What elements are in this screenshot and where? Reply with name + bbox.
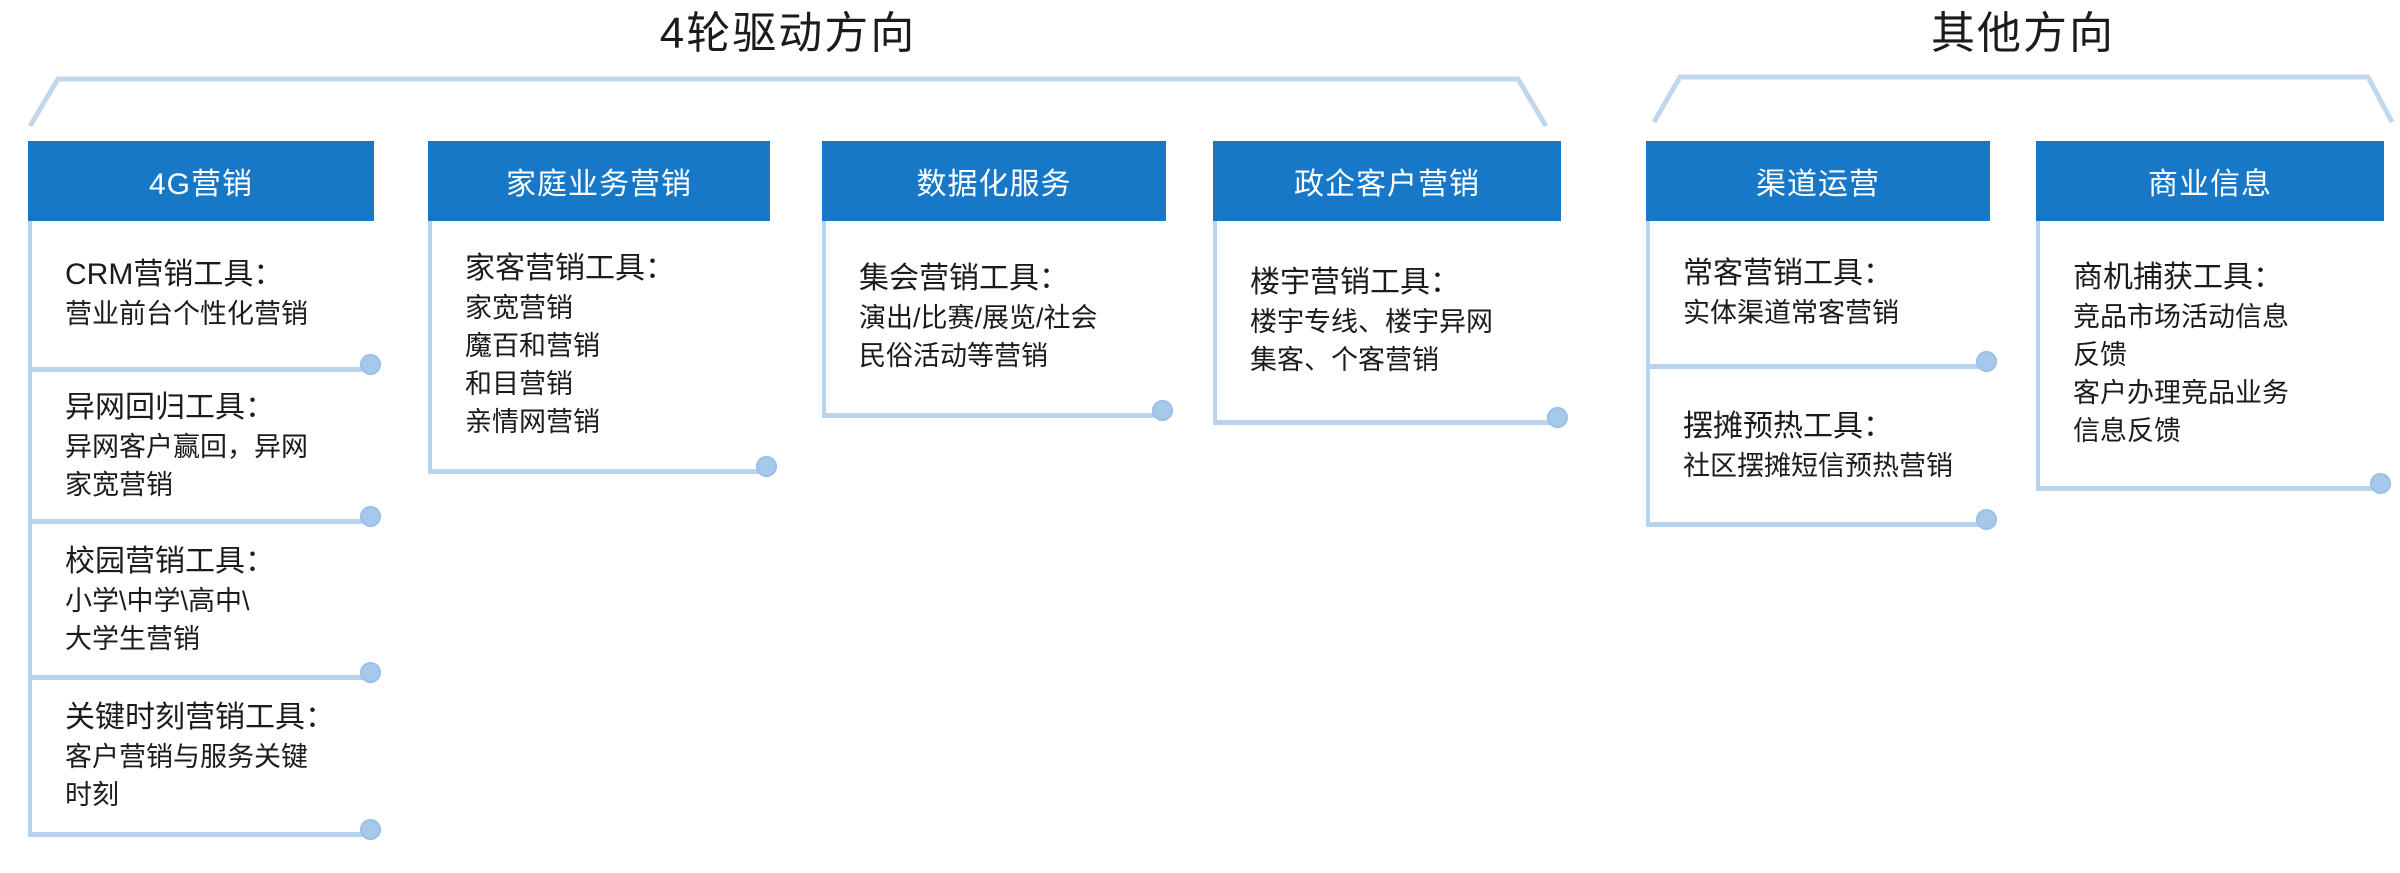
item-card: 常客营销工具： 实体渠道常客营销 bbox=[1646, 221, 1997, 372]
column-govt-enterprise: 政企客户营销 楼宇营销工具： 楼宇专线、楼宇异网 集客、个客营销 bbox=[1213, 141, 1568, 428]
item-body: 家宽营销 魔百和营销 和目营销 亲情网营销 bbox=[465, 293, 600, 437]
connector-dot bbox=[360, 354, 381, 375]
item-title: 关键时刻营销工具： bbox=[65, 701, 335, 734]
connector-dot bbox=[1976, 509, 1997, 530]
item-card: 家客营销工具： 家宽营销 魔百和营销 和目营销 亲情网营销 bbox=[428, 221, 777, 477]
item-body: 营业前台个性化营销 bbox=[65, 299, 308, 329]
item-title: CRM营销工具： bbox=[65, 258, 284, 291]
connector-dot bbox=[756, 456, 777, 477]
item-body: 异网客户赢回，异网 家宽营销 bbox=[65, 431, 308, 500]
item-body: 小学\中学\高中\ 大学生营销 bbox=[65, 585, 250, 654]
column-business-info: 商业信息 商机捕获工具： 竞品市场活动信息 反馈 客户办理竞品业务 信息反馈 bbox=[2036, 141, 2391, 494]
item-card: 摆摊预热工具： 社区摆摊短信预热营销 bbox=[1646, 369, 1997, 530]
item-title: 摆摊预热工具： bbox=[1683, 409, 1893, 443]
item-card: 校园营销工具： 小学\中学\高中\ 大学生营销 bbox=[28, 524, 381, 683]
column-header: 渠道运营 bbox=[1646, 141, 1990, 221]
column-home-business: 家庭业务营销 家客营销工具： 家宽营销 魔百和营销 和目营销 亲情网营销 bbox=[428, 141, 777, 477]
item-body: 社区摆摊短信预热营销 bbox=[1683, 450, 1953, 481]
item-title: 异网回归工具： bbox=[65, 390, 275, 424]
item-card: 关键时刻营销工具： 客户营销与服务关键 时刻 bbox=[28, 680, 381, 840]
item-card: 异网回归工具： 异网客户赢回，异网 家宽营销 bbox=[28, 372, 381, 527]
column-4g-marketing: 4G营销 CRM营销工具： 营业前台个性化营销 异网回归工具： 异网客户赢回，异… bbox=[28, 141, 381, 840]
group-title-4wheel: 4轮驱动方向 bbox=[659, 9, 917, 58]
item-body: 客户营销与服务关键 时刻 bbox=[65, 742, 308, 810]
column-header: 政企客户营销 bbox=[1213, 141, 1561, 221]
item-title: 集会营销工具： bbox=[859, 262, 1069, 295]
connector-dot bbox=[1152, 400, 1173, 421]
item-title: 校园营销工具： bbox=[65, 544, 275, 578]
item-card: 集会营销工具： 演出/比赛/展览/社会 民俗活动等营销 bbox=[822, 221, 1173, 421]
item-body: 演出/比赛/展览/社会 民俗活动等营销 bbox=[859, 303, 1098, 371]
item-title: 商机捕获工具： bbox=[2073, 260, 2283, 294]
item-body: 实体渠道常客营销 bbox=[1683, 297, 1899, 328]
item-card: 楼宇营销工具： 楼宇专线、楼宇异网 集客、个客营销 bbox=[1213, 221, 1568, 428]
item-body: 楼宇专线、楼宇异网 集客、个客营销 bbox=[1250, 306, 1493, 375]
bracket-other bbox=[1651, 74, 2395, 124]
connector-dot bbox=[2370, 473, 2391, 494]
item-title: 楼宇营销工具： bbox=[1250, 265, 1460, 299]
group-title-other: 其他方向 bbox=[1931, 9, 2115, 58]
item-title: 常客营销工具： bbox=[1683, 256, 1893, 290]
connector-dot bbox=[360, 819, 381, 840]
item-card: CRM营销工具： 营业前台个性化营销 bbox=[28, 221, 381, 375]
connector-dot bbox=[1976, 351, 1997, 372]
item-body: 竞品市场活动信息 反馈 客户办理竞品业务 信息反馈 bbox=[2073, 301, 2289, 446]
connector-dot bbox=[360, 506, 381, 527]
column-header: 数据化服务 bbox=[822, 141, 1166, 221]
item-card: 商机捕获工具： 竞品市场活动信息 反馈 客户办理竞品业务 信息反馈 bbox=[2036, 221, 2391, 494]
item-title: 家客营销工具： bbox=[465, 252, 675, 285]
column-header: 4G营销 bbox=[28, 141, 374, 221]
connector-dot bbox=[360, 662, 381, 683]
connector-dot bbox=[1547, 407, 1568, 428]
column-header: 家庭业务营销 bbox=[428, 141, 770, 221]
column-channel-operation: 渠道运营 常客营销工具： 实体渠道常客营销 摆摊预热工具： 社区摆摊短信预热营销 bbox=[1646, 141, 1997, 530]
bracket-4wheel bbox=[27, 76, 1549, 128]
column-data-service: 数据化服务 集会营销工具： 演出/比赛/展览/社会 民俗活动等营销 bbox=[822, 141, 1173, 421]
column-header: 商业信息 bbox=[2036, 141, 2384, 221]
